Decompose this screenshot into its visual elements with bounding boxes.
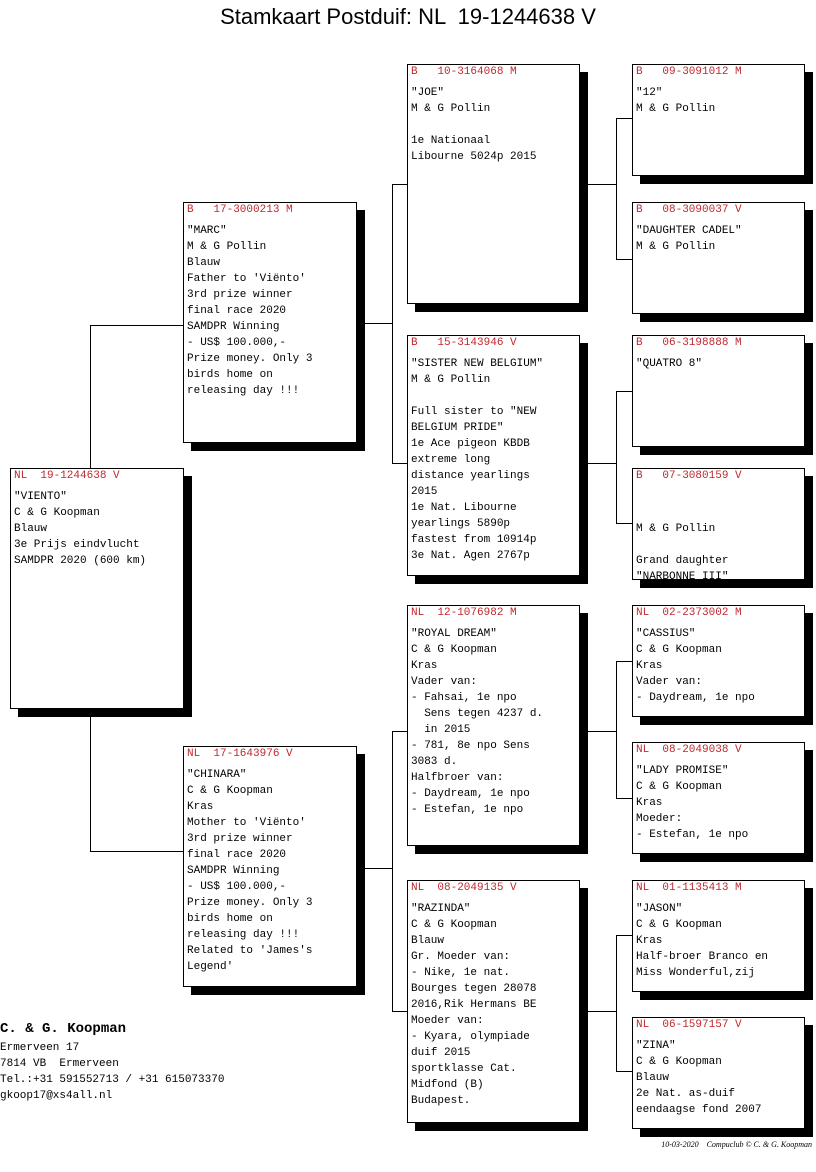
pigeon-details: "RAZINDA" C & G Koopman Blauw Gr. Moeder…: [411, 903, 537, 1107]
pigeon-details: "CHINARA" C & G Koopman Kras Mother to '…: [187, 769, 313, 973]
pigeon-details: "LADY PROMISE" C & G Koopman Kras Moeder…: [636, 765, 749, 841]
pigeon-card-great-grandsire-2: B 06-3198888 M "QUATRO 8": [632, 335, 805, 447]
ring-number: NL 06-1597157 V: [636, 1019, 742, 1031]
connector-line: [90, 325, 184, 326]
ring-number: B 06-3198888 M: [636, 337, 742, 349]
pigeon-details: "JASON" C & G Koopman Kras Half-broer Br…: [636, 903, 769, 979]
pigeon-card-subject: NL 19-1244638 V "VIENTO" C & G Koopman B…: [10, 468, 184, 709]
owner-phone: Tel.:+31 591552713 / +31 615073370: [0, 1074, 225, 1086]
pigeon-card-sire: B 17-3000213 M "MARC" M & G Pollin Blauw…: [183, 202, 357, 443]
pigeon-details: "12" M & G Pollin: [636, 87, 716, 115]
pigeon-card-great-grandsire-3: NL 02-2373002 M "CASSIUS" C & G Koopman …: [632, 605, 805, 717]
page-title: Stamkaart Postduif: NL 19-1244638 V: [220, 4, 596, 29]
footer-credit: 10-03-2020 Compuclub © C. & G. Koopman: [661, 1140, 812, 1149]
connector-line: [580, 731, 616, 732]
pigeon-card-dam: NL 17-1643976 V "CHINARA" C & G Koopman …: [183, 746, 357, 987]
ring-number: B 08-3090037 V: [636, 204, 742, 216]
connector-line: [616, 661, 632, 662]
pigeon-details: "DAUGHTER CADEL" M & G Pollin: [636, 225, 742, 253]
connector-line: [580, 184, 616, 185]
connector-line: [616, 259, 632, 260]
ring-number: B 15-3143946 V: [411, 337, 517, 349]
pigeon-card-great-granddam-2: B 07-3080159 V M & G Pollin Grand daught…: [632, 468, 805, 583]
ring-number: NL 08-2049135 V: [411, 882, 517, 894]
connector-line: [90, 716, 91, 851]
pigeon-card-granddam-paternal: B 15-3143946 V "SISTER NEW BELGIUM" M & …: [407, 335, 580, 576]
pigeon-details: "CASSIUS" C & G Koopman Kras Vader van: …: [636, 628, 755, 704]
owner-city: 7814 VB Ermerveen: [0, 1058, 119, 1070]
ring-number: NL 17-1643976 V: [187, 748, 293, 760]
pigeon-details: "ROYAL DREAM" C & G Koopman Kras Vader v…: [411, 628, 544, 816]
owner-info: C. & G. Koopman Ermerveen 17 7814 VB Erm…: [0, 1020, 224, 1104]
connector-line: [392, 731, 408, 732]
connector-line: [616, 391, 632, 392]
connector-line: [392, 184, 408, 185]
pigeon-card-granddam-maternal: NL 08-2049135 V "RAZINDA" C & G Koopman …: [407, 880, 580, 1123]
connector-line: [580, 1011, 616, 1012]
connector-line: [616, 118, 617, 259]
ring-number: NL 12-1076982 M: [411, 607, 517, 619]
connector-line: [90, 851, 184, 852]
pigeon-details: "MARC" M & G Pollin Blauw Father to 'Vië…: [187, 225, 313, 397]
pigeon-card-great-granddam-4: NL 06-1597157 V "ZINA" C & G Koopman Bla…: [632, 1017, 805, 1129]
ring-number: NL 19-1244638 V: [14, 470, 120, 482]
pigeon-details: "SISTER NEW BELGIUM" M & G Pollin Full s…: [411, 358, 544, 562]
ring-number: B 09-3091012 M: [636, 66, 742, 78]
pigeon-card-grandsire-paternal: B 10-3164068 M "JOE" M & G Pollin 1e Nat…: [407, 64, 580, 304]
connector-line: [616, 935, 632, 936]
connector-line: [392, 184, 393, 463]
pigeon-card-grandsire-maternal: NL 12-1076982 M "ROYAL DREAM" C & G Koop…: [407, 605, 580, 846]
pigeon-card-great-grandsire-1: B 09-3091012 M "12" M & G Pollin: [632, 64, 805, 176]
connector-line: [357, 323, 392, 324]
ring-number: NL 01-1135413 M: [636, 882, 742, 894]
connector-line: [392, 1011, 408, 1012]
connector-line: [616, 523, 632, 524]
connector-line: [616, 391, 617, 523]
connector-line: [616, 935, 617, 1071]
ring-number: B 10-3164068 M: [411, 66, 517, 78]
pigeon-card-great-grandsire-4: NL 01-1135413 M "JASON" C & G Koopman Kr…: [632, 880, 805, 992]
pigeon-details: "JOE" M & G Pollin 1e Nationaal Libourne…: [411, 87, 537, 163]
pigeon-card-great-granddam-1: B 08-3090037 V "DAUGHTER CADEL" M & G Po…: [632, 202, 805, 314]
connector-line: [392, 463, 408, 464]
owner-email: gkoop17@xs4all.nl: [0, 1090, 113, 1102]
pigeon-details: "VIENTO" C & G Koopman Blauw 3e Prijs ei…: [14, 491, 147, 567]
connector-line: [616, 798, 632, 799]
owner-name: C. & G. Koopman: [0, 1021, 127, 1037]
pigeon-details: M & G Pollin Grand daughter "NARBONNE II…: [636, 523, 729, 583]
pigeon-card-great-granddam-3: NL 08-2049038 V "LADY PROMISE" C & G Koo…: [632, 742, 805, 854]
connector-line: [580, 463, 616, 464]
owner-street: Ermerveen 17: [0, 1042, 80, 1054]
connector-line: [616, 118, 632, 119]
ring-number: B 07-3080159 V: [636, 470, 742, 482]
connector-line: [357, 868, 392, 869]
ring-number: B 17-3000213 M: [187, 204, 293, 216]
connector-line: [392, 731, 393, 1011]
ring-number: NL 02-2373002 M: [636, 607, 742, 619]
pigeon-details: "QUATRO 8": [636, 358, 703, 370]
connector-line: [90, 325, 91, 468]
pigeon-details: "ZINA" C & G Koopman Blauw 2e Nat. as-du…: [636, 1040, 762, 1116]
ring-number: NL 08-2049038 V: [636, 744, 742, 756]
connector-line: [616, 1071, 632, 1072]
connector-line: [616, 661, 617, 798]
